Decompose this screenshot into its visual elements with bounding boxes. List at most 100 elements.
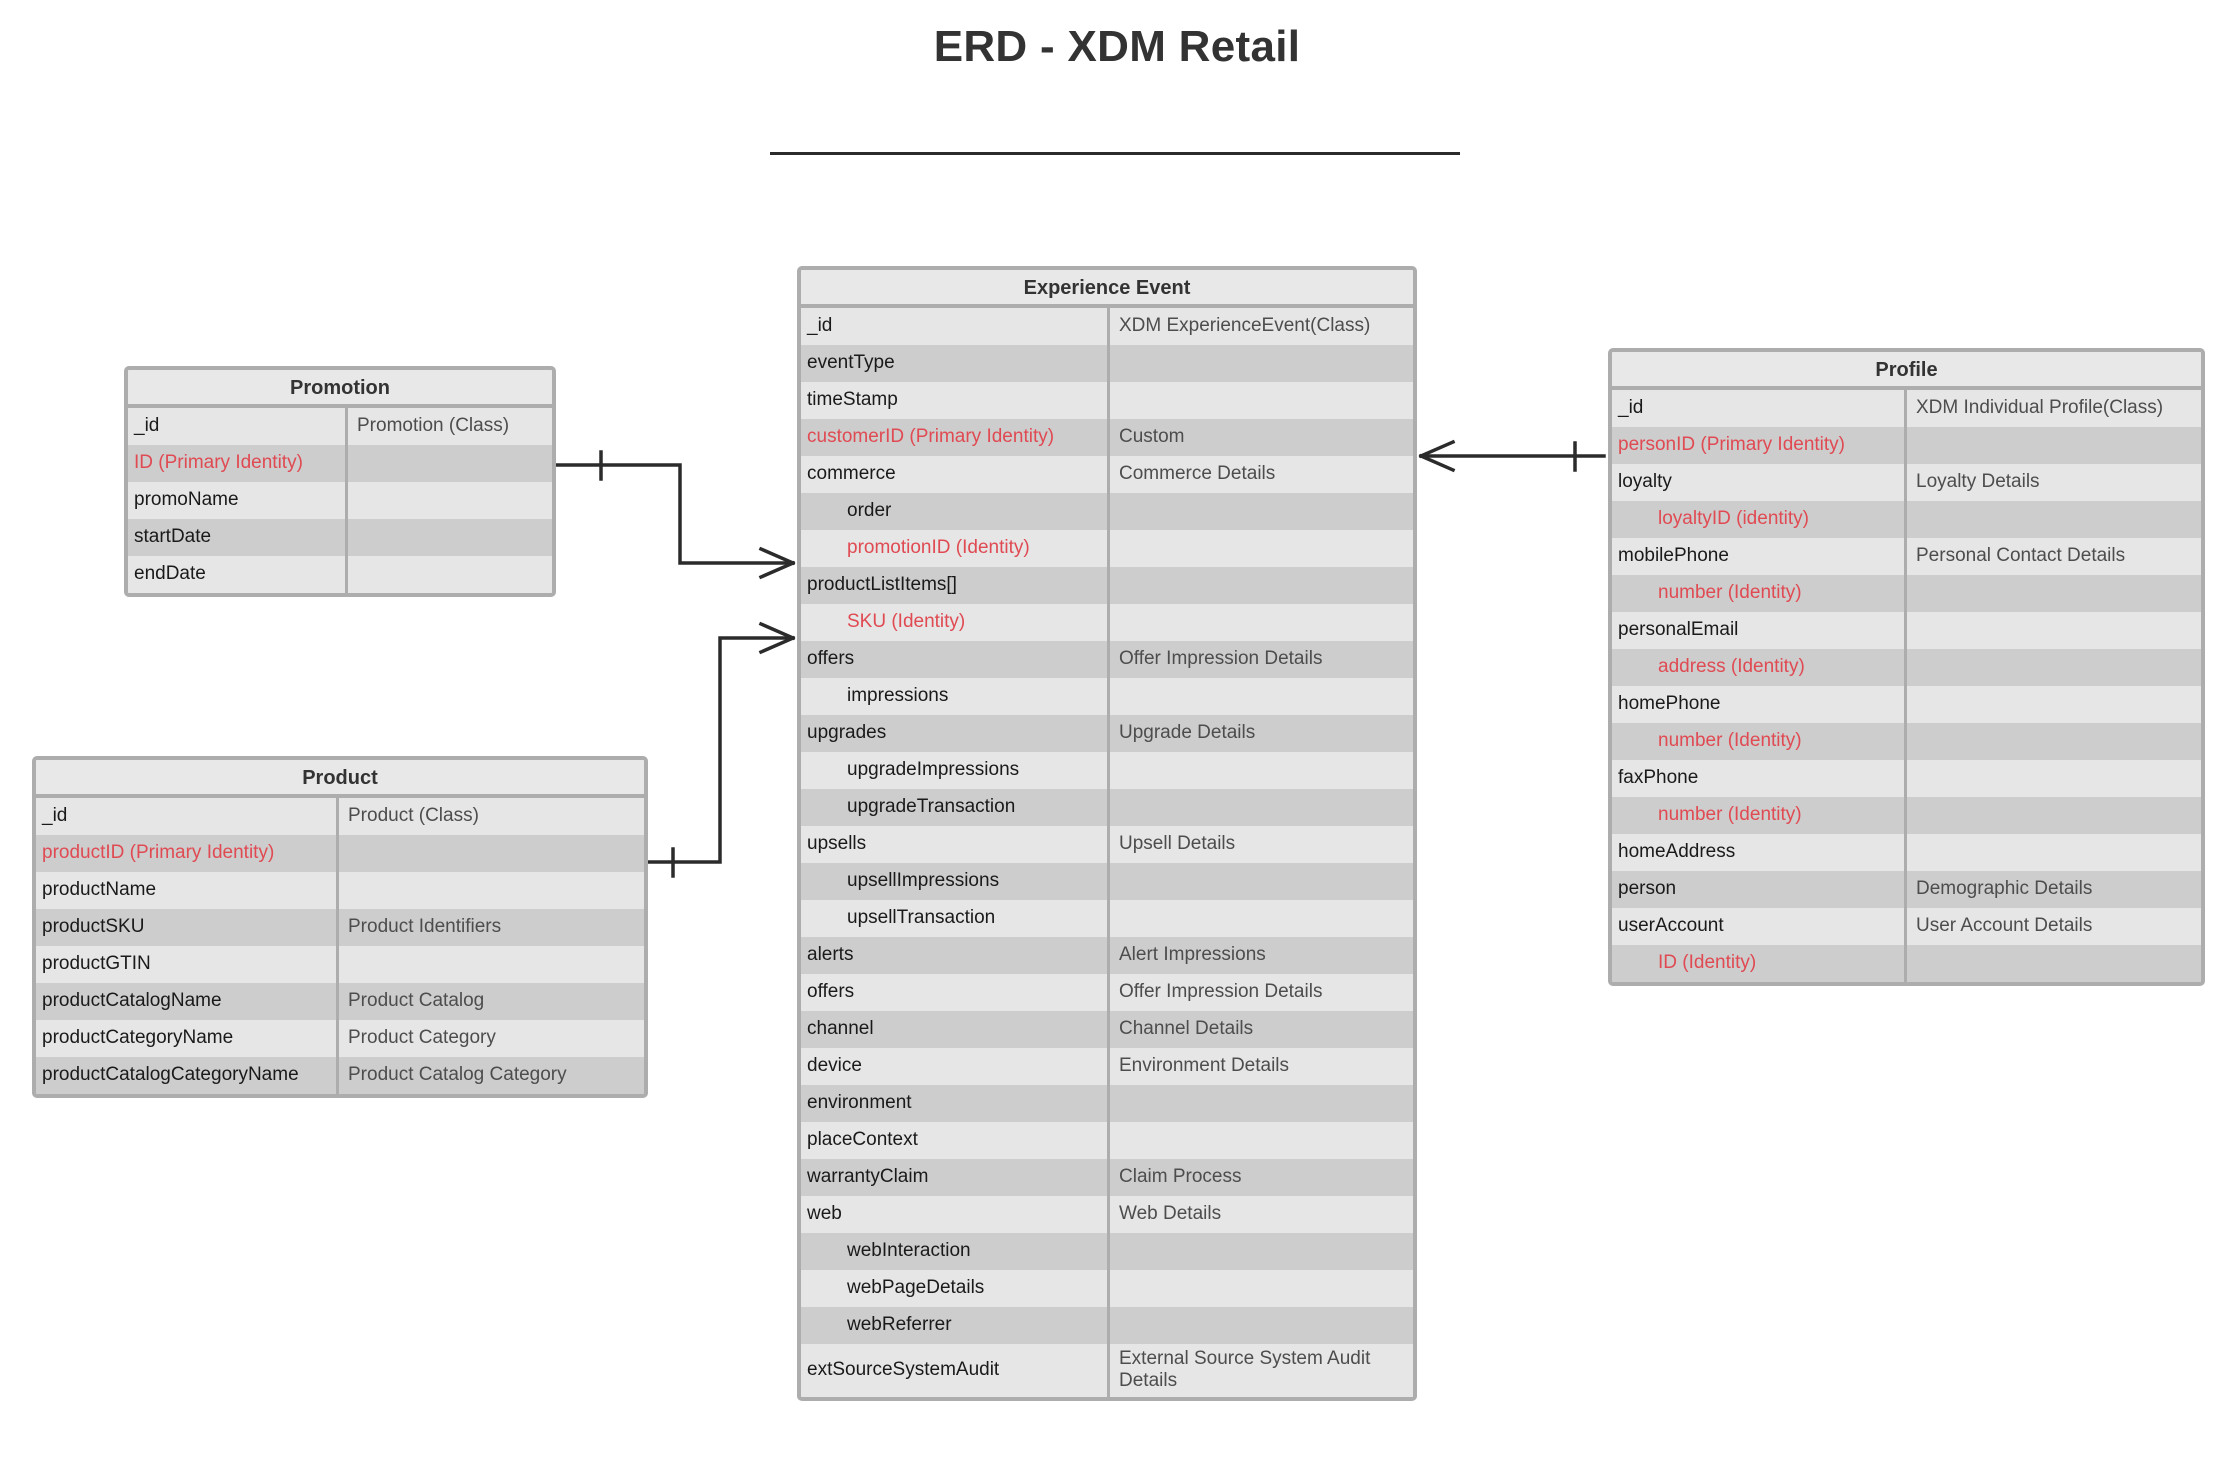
attribute-name: environment xyxy=(807,1092,912,1114)
attribute-row: personalEmail xyxy=(1612,612,2201,649)
attribute-row: ID (Primary Identity) xyxy=(128,445,552,482)
attribute-type xyxy=(1904,686,2201,723)
attribute-type: Web Details xyxy=(1107,1196,1413,1233)
entity-rows: _id Promotion (Class)ID (Primary Identity… xyxy=(128,408,552,593)
attribute-name: eventType xyxy=(807,352,895,374)
attribute-row: startDate xyxy=(128,519,552,556)
attribute-type: XDM ExperienceEvent(Class) xyxy=(1107,308,1413,345)
attribute-row: ID (Identity) xyxy=(1612,945,2201,982)
attribute-row: productID (Primary Identity) xyxy=(36,835,644,872)
attribute-name: web xyxy=(807,1203,842,1225)
entity-title: Product xyxy=(36,760,644,798)
attribute-type xyxy=(1904,575,2201,612)
attribute-name: personalEmail xyxy=(1618,619,1739,641)
attribute-type: External Source System Audit Details xyxy=(1107,1344,1413,1397)
attribute-row: promoName xyxy=(128,482,552,519)
attribute-name: productGTIN xyxy=(42,953,151,975)
attribute-type xyxy=(1904,834,2201,871)
attribute-type: Alert Impressions xyxy=(1107,937,1413,974)
attribute-type xyxy=(1904,723,2201,760)
attribute-type xyxy=(1107,382,1413,419)
attribute-type xyxy=(1107,900,1413,937)
connector-product-experience-event xyxy=(646,621,796,878)
attribute-row: productCategoryName Product Category xyxy=(36,1020,644,1057)
attribute-name: order xyxy=(847,500,892,522)
attribute-name: upgrades xyxy=(807,722,887,744)
attribute-name: ID (Identity) xyxy=(1658,952,1757,974)
entity-profile[interactable]: Profile _id XDM Individual Profile(Class)… xyxy=(1608,348,2205,986)
attribute-name: _id xyxy=(134,415,160,437)
attribute-name: upsellImpressions xyxy=(847,870,1000,892)
attribute-row: webPageDetails xyxy=(801,1270,1413,1307)
attribute-row: upgradeTransaction xyxy=(801,789,1413,826)
attribute-row: userAccount User Account Details xyxy=(1612,908,2201,945)
attribute-type: Product Catalog Category xyxy=(336,1057,644,1094)
attribute-name: commerce xyxy=(807,463,896,485)
attribute-type: Offer Impression Details xyxy=(1107,641,1413,678)
attribute-name: SKU (Identity) xyxy=(847,611,966,633)
attribute-name: productSKU xyxy=(42,916,145,938)
attribute-name: homeAddress xyxy=(1618,841,1736,863)
attribute-row: commerce Commerce Details xyxy=(801,456,1413,493)
attribute-type: Product Category xyxy=(336,1020,644,1057)
attribute-row: _id Promotion (Class) xyxy=(128,408,552,445)
attribute-type xyxy=(345,445,552,482)
attribute-type xyxy=(1107,345,1413,382)
attribute-name: upgradeImpressions xyxy=(847,759,1020,781)
attribute-name: impressions xyxy=(847,685,949,707)
attribute-name: userAccount xyxy=(1618,915,1724,937)
attribute-name: productCategoryName xyxy=(42,1027,234,1049)
attribute-type xyxy=(345,482,552,519)
attribute-type xyxy=(345,556,552,593)
attribute-name: person xyxy=(1618,878,1677,900)
attribute-row: eventType xyxy=(801,345,1413,382)
attribute-name: _id xyxy=(1618,397,1644,419)
attribute-type: Commerce Details xyxy=(1107,456,1413,493)
attribute-type xyxy=(336,835,644,872)
attribute-name: channel xyxy=(807,1018,874,1040)
attribute-type xyxy=(1904,760,2201,797)
attribute-type: Loyalty Details xyxy=(1904,464,2201,501)
attribute-type xyxy=(1107,1122,1413,1159)
attribute-row: upgradeImpressions xyxy=(801,752,1413,789)
attribute-type: Product Identifiers xyxy=(336,909,644,946)
attribute-type: XDM Individual Profile(Class) xyxy=(1904,390,2201,427)
attribute-name: customerID (Primary Identity) xyxy=(807,426,1055,448)
attribute-row: personID (Primary Identity) xyxy=(1612,427,2201,464)
attribute-name: number (Identity) xyxy=(1658,804,1802,826)
attribute-type xyxy=(1904,945,2201,982)
attribute-name: productListItems[] xyxy=(807,574,957,596)
attribute-row: productGTIN xyxy=(36,946,644,983)
attribute-type xyxy=(1107,752,1413,789)
attribute-type xyxy=(1904,501,2201,538)
attribute-type xyxy=(1904,612,2201,649)
attribute-name: endDate xyxy=(134,563,206,585)
entity-title: Profile xyxy=(1612,352,2201,390)
connector-promotion-experience-event xyxy=(554,450,796,580)
attribute-name: promoName xyxy=(134,489,239,511)
attribute-name: faxPhone xyxy=(1618,767,1699,789)
attribute-row: SKU (Identity) xyxy=(801,604,1413,641)
attribute-type xyxy=(336,946,644,983)
connector-experience-event-profile xyxy=(1418,439,1606,473)
attribute-row: _id XDM Individual Profile(Class) xyxy=(1612,390,2201,427)
attribute-name: timeStamp xyxy=(807,389,898,411)
attribute-row: endDate xyxy=(128,556,552,593)
attribute-type: User Account Details xyxy=(1904,908,2201,945)
attribute-name: offers xyxy=(807,648,855,670)
attribute-type: Promotion (Class) xyxy=(345,408,552,445)
